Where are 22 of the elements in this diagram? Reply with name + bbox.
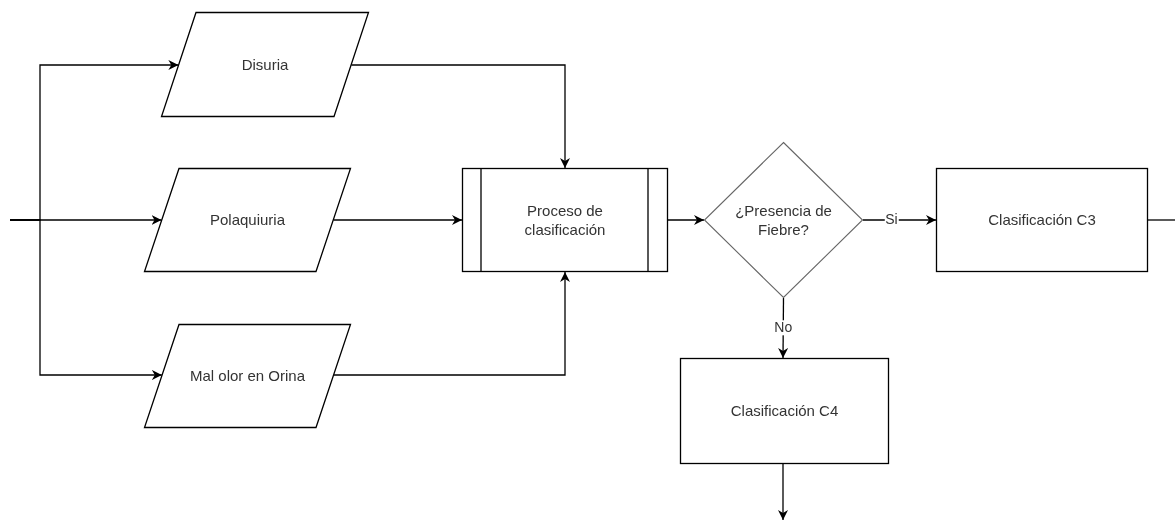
process-box xyxy=(936,168,1148,272)
input-parallelogram xyxy=(161,12,369,117)
node-label: Polaquiuria xyxy=(209,210,286,230)
input-parallelogram xyxy=(144,168,351,272)
arrow xyxy=(332,215,463,225)
decision-diamond xyxy=(704,142,863,298)
edge-label: No xyxy=(773,320,794,336)
node-label: Clasificación C3 xyxy=(988,210,1096,230)
arrow xyxy=(667,215,705,225)
arrow xyxy=(862,215,937,225)
node-label: Disuria xyxy=(241,54,289,75)
arrow xyxy=(778,463,788,521)
node-label: Proceso de clasificación xyxy=(523,200,607,240)
process-box xyxy=(680,358,889,464)
input-parallelogram xyxy=(144,324,351,428)
decision-question: ¿Presencia de Fiebre? xyxy=(734,200,833,240)
arrow xyxy=(333,271,570,376)
arrow xyxy=(350,64,570,169)
node-label: Clasificación C4 xyxy=(730,401,839,421)
node-label: Mal olor en Orina xyxy=(189,366,306,386)
arrow xyxy=(9,219,163,380)
subprocess-box xyxy=(462,168,668,272)
